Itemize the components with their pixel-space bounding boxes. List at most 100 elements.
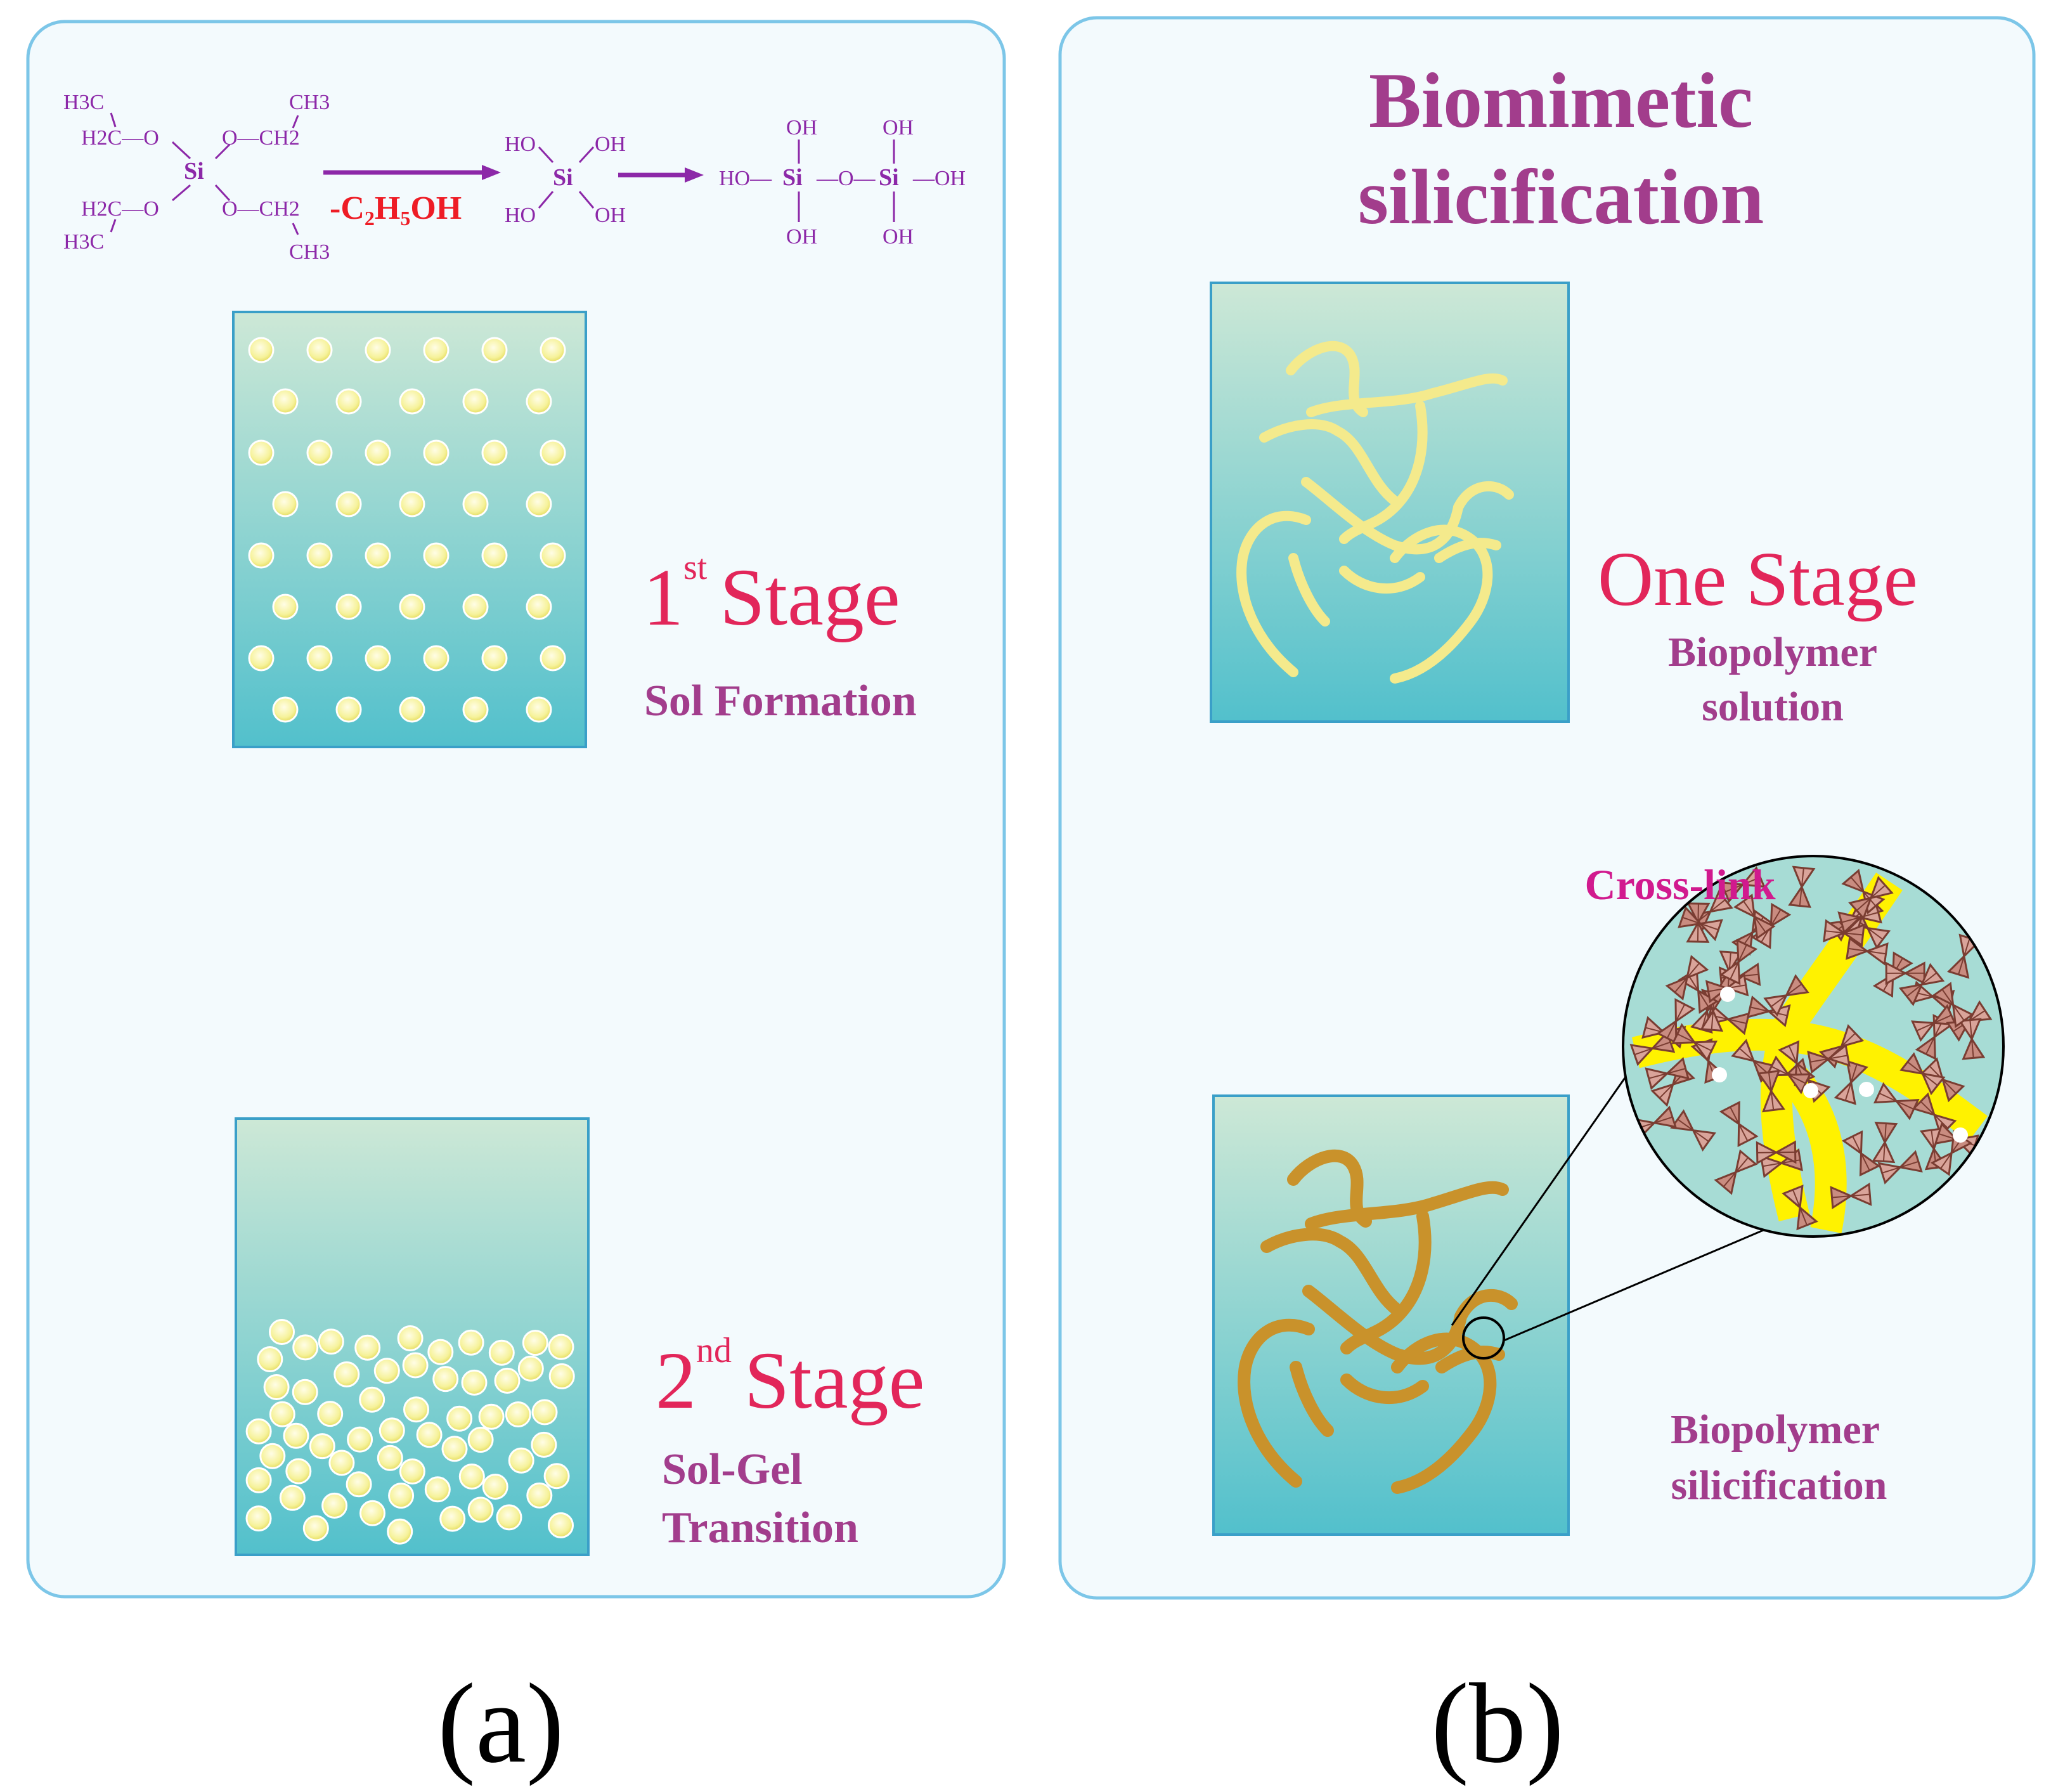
particle <box>423 337 450 363</box>
particle <box>269 1401 295 1427</box>
silicic-acid-molecule: HO OH Si HO OH <box>505 133 626 227</box>
byproduct-ethanol: -C2H5OH <box>330 190 462 230</box>
tetrahedron <box>1719 1101 1759 1147</box>
atom-label: Si <box>782 164 803 191</box>
particle <box>462 696 489 723</box>
tetrahedron <box>1686 902 1711 943</box>
particle <box>531 1431 557 1458</box>
particle <box>416 1422 443 1448</box>
particle <box>318 1328 344 1355</box>
tetrahedron <box>1705 973 1749 1003</box>
particle <box>377 1445 403 1471</box>
atom-label: OH <box>786 116 817 140</box>
particle <box>272 491 299 517</box>
particle <box>494 1367 521 1394</box>
panel-b-label: (b) <box>1431 1660 1564 1786</box>
zoom-line-lower <box>1503 1228 1767 1342</box>
particle <box>467 1497 494 1523</box>
particle <box>248 542 275 569</box>
tetrahedron <box>1782 1185 1818 1231</box>
particle <box>399 388 425 415</box>
stage1-caption: Sol Formation <box>644 677 917 725</box>
particle <box>402 1352 429 1379</box>
particle <box>259 1443 286 1469</box>
arrow-head <box>482 165 501 180</box>
particle <box>526 388 552 415</box>
particle <box>540 645 566 672</box>
atom-label: H2C—O <box>81 197 159 221</box>
particle <box>540 542 566 569</box>
atom-label: —OH <box>912 167 966 190</box>
particle <box>248 645 275 672</box>
particle <box>397 1325 424 1351</box>
particle <box>399 1458 425 1484</box>
tetrahedron <box>1719 866 1766 904</box>
particle <box>292 1334 319 1361</box>
particle <box>335 491 362 517</box>
particle <box>309 1433 335 1460</box>
particle <box>441 1436 468 1462</box>
particle <box>439 1505 466 1532</box>
tetrahedron <box>1898 963 1945 1006</box>
caption2-line1: Biopolymer <box>1671 1406 1880 1453</box>
particle <box>423 439 450 466</box>
one-stage-heading: One Stage <box>1598 536 1918 622</box>
caption1-line1: Biopolymer <box>1668 629 1877 675</box>
particle <box>248 337 275 363</box>
magnified-view <box>1622 855 2005 1238</box>
particle <box>328 1450 355 1476</box>
atom-label: H2C—O <box>81 126 159 150</box>
particle <box>399 696 425 723</box>
stage2-caption-line2: Transition <box>662 1503 858 1552</box>
tetrahedron <box>1899 1052 1946 1096</box>
particle <box>540 337 566 363</box>
particle <box>526 594 552 620</box>
atom-label: CH3 <box>289 240 330 264</box>
tetrahedron <box>1823 919 1865 947</box>
tetrahedron <box>1834 1060 1868 1105</box>
particle <box>365 542 391 569</box>
atom-label: OH <box>883 225 914 249</box>
atom-label: Si <box>184 158 204 185</box>
tetrahedron <box>1958 1018 1986 1060</box>
particle <box>359 1386 385 1413</box>
tetrahedron <box>1656 998 1696 1044</box>
tetrahedron <box>1837 900 1882 934</box>
disilicic-acid-molecule: OH OH HO— Si —O— Si —OH OH OH <box>719 116 966 249</box>
teos-molecule: H3C H2C—O Si O—CH2 CH3 H2C—O H3C O—CH2 C… <box>63 91 330 264</box>
zoom-focus-circle <box>1462 1316 1505 1360</box>
panel-a-label: (a) <box>437 1660 564 1786</box>
particle <box>302 1515 329 1542</box>
particle <box>481 439 508 466</box>
particle <box>481 645 508 672</box>
gel-particles <box>245 1319 575 1545</box>
particle <box>365 337 391 363</box>
particle <box>388 1483 415 1509</box>
particle <box>283 1422 309 1449</box>
particle <box>526 1482 553 1509</box>
particle <box>269 1319 295 1345</box>
particle <box>482 1474 508 1500</box>
particle <box>378 1417 405 1444</box>
tetrahedron <box>1830 1182 1872 1210</box>
pores <box>1712 987 1968 1143</box>
tetrahedron <box>1911 1004 1957 1042</box>
particle <box>548 1512 574 1538</box>
tetrahedron <box>1670 1109 1716 1152</box>
stage2-caption-line1: Sol-Gel <box>662 1445 803 1494</box>
caption2-line2: silicification <box>1671 1462 1887 1509</box>
sol-container <box>232 311 587 748</box>
particle <box>462 491 489 517</box>
caption1-line2: solution <box>1702 684 1844 730</box>
particle <box>292 1379 318 1405</box>
particle <box>531 1399 558 1425</box>
tetrahedron <box>1665 954 1709 1001</box>
panel-b-title-line2: silicification <box>1358 153 1764 240</box>
particle <box>354 1334 381 1361</box>
particle <box>387 1518 413 1545</box>
atom-label: OH <box>883 116 914 140</box>
particle <box>508 1447 534 1474</box>
atom-label: H3C <box>63 230 104 254</box>
